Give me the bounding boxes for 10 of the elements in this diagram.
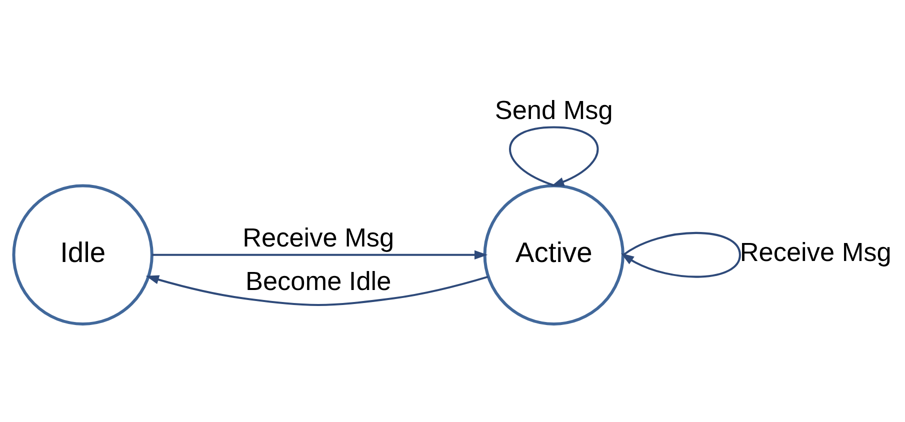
arrow (509, 126, 599, 186)
arrow (620, 232, 741, 278)
arrow (152, 250, 488, 260)
node-circle: Idle (12, 184, 154, 326)
edge-label: Become Idle (245, 266, 392, 296)
arrow (146, 275, 488, 306)
edge-label: Send Msg (494, 95, 613, 126)
node-circle: Active (483, 184, 624, 326)
edge-label: Receive Msg (242, 222, 394, 253)
edge-label: Receive Msg (740, 237, 892, 268)
